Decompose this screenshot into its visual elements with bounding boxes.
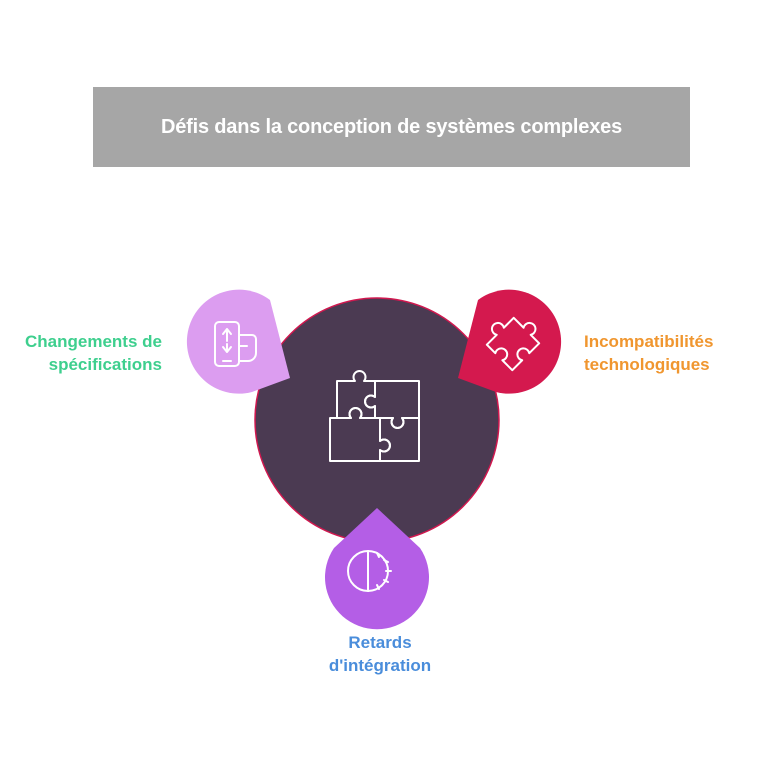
label-line: d'intégration xyxy=(328,656,432,675)
puzzle-piece-icon xyxy=(485,316,541,372)
timer-icon xyxy=(347,549,392,593)
bubble-incompatibilites xyxy=(458,289,562,394)
node-retards xyxy=(325,508,429,630)
bubble-retards xyxy=(325,508,429,630)
label-line: Changements de xyxy=(25,332,162,351)
label-line: Incompatibilités xyxy=(584,332,714,351)
label-incompatibilites: Incompatibilités technologiques xyxy=(584,330,713,376)
node-incompatibilites xyxy=(458,289,562,394)
phone-swipe-icon xyxy=(214,321,257,367)
node-changements xyxy=(186,289,290,394)
puzzle-icon xyxy=(329,370,420,462)
title-bar: Défis dans la conception de systèmes com… xyxy=(93,87,690,167)
label-line: spécifications xyxy=(48,355,162,374)
label-retards: Retards d'intégration xyxy=(300,631,460,677)
label-line: Retards xyxy=(348,633,412,652)
center-circle xyxy=(254,297,500,543)
page-title: Défis dans la conception de systèmes com… xyxy=(161,115,622,138)
label-changements: Changements de spécifications xyxy=(25,330,162,376)
label-line: technologiques xyxy=(584,355,710,374)
